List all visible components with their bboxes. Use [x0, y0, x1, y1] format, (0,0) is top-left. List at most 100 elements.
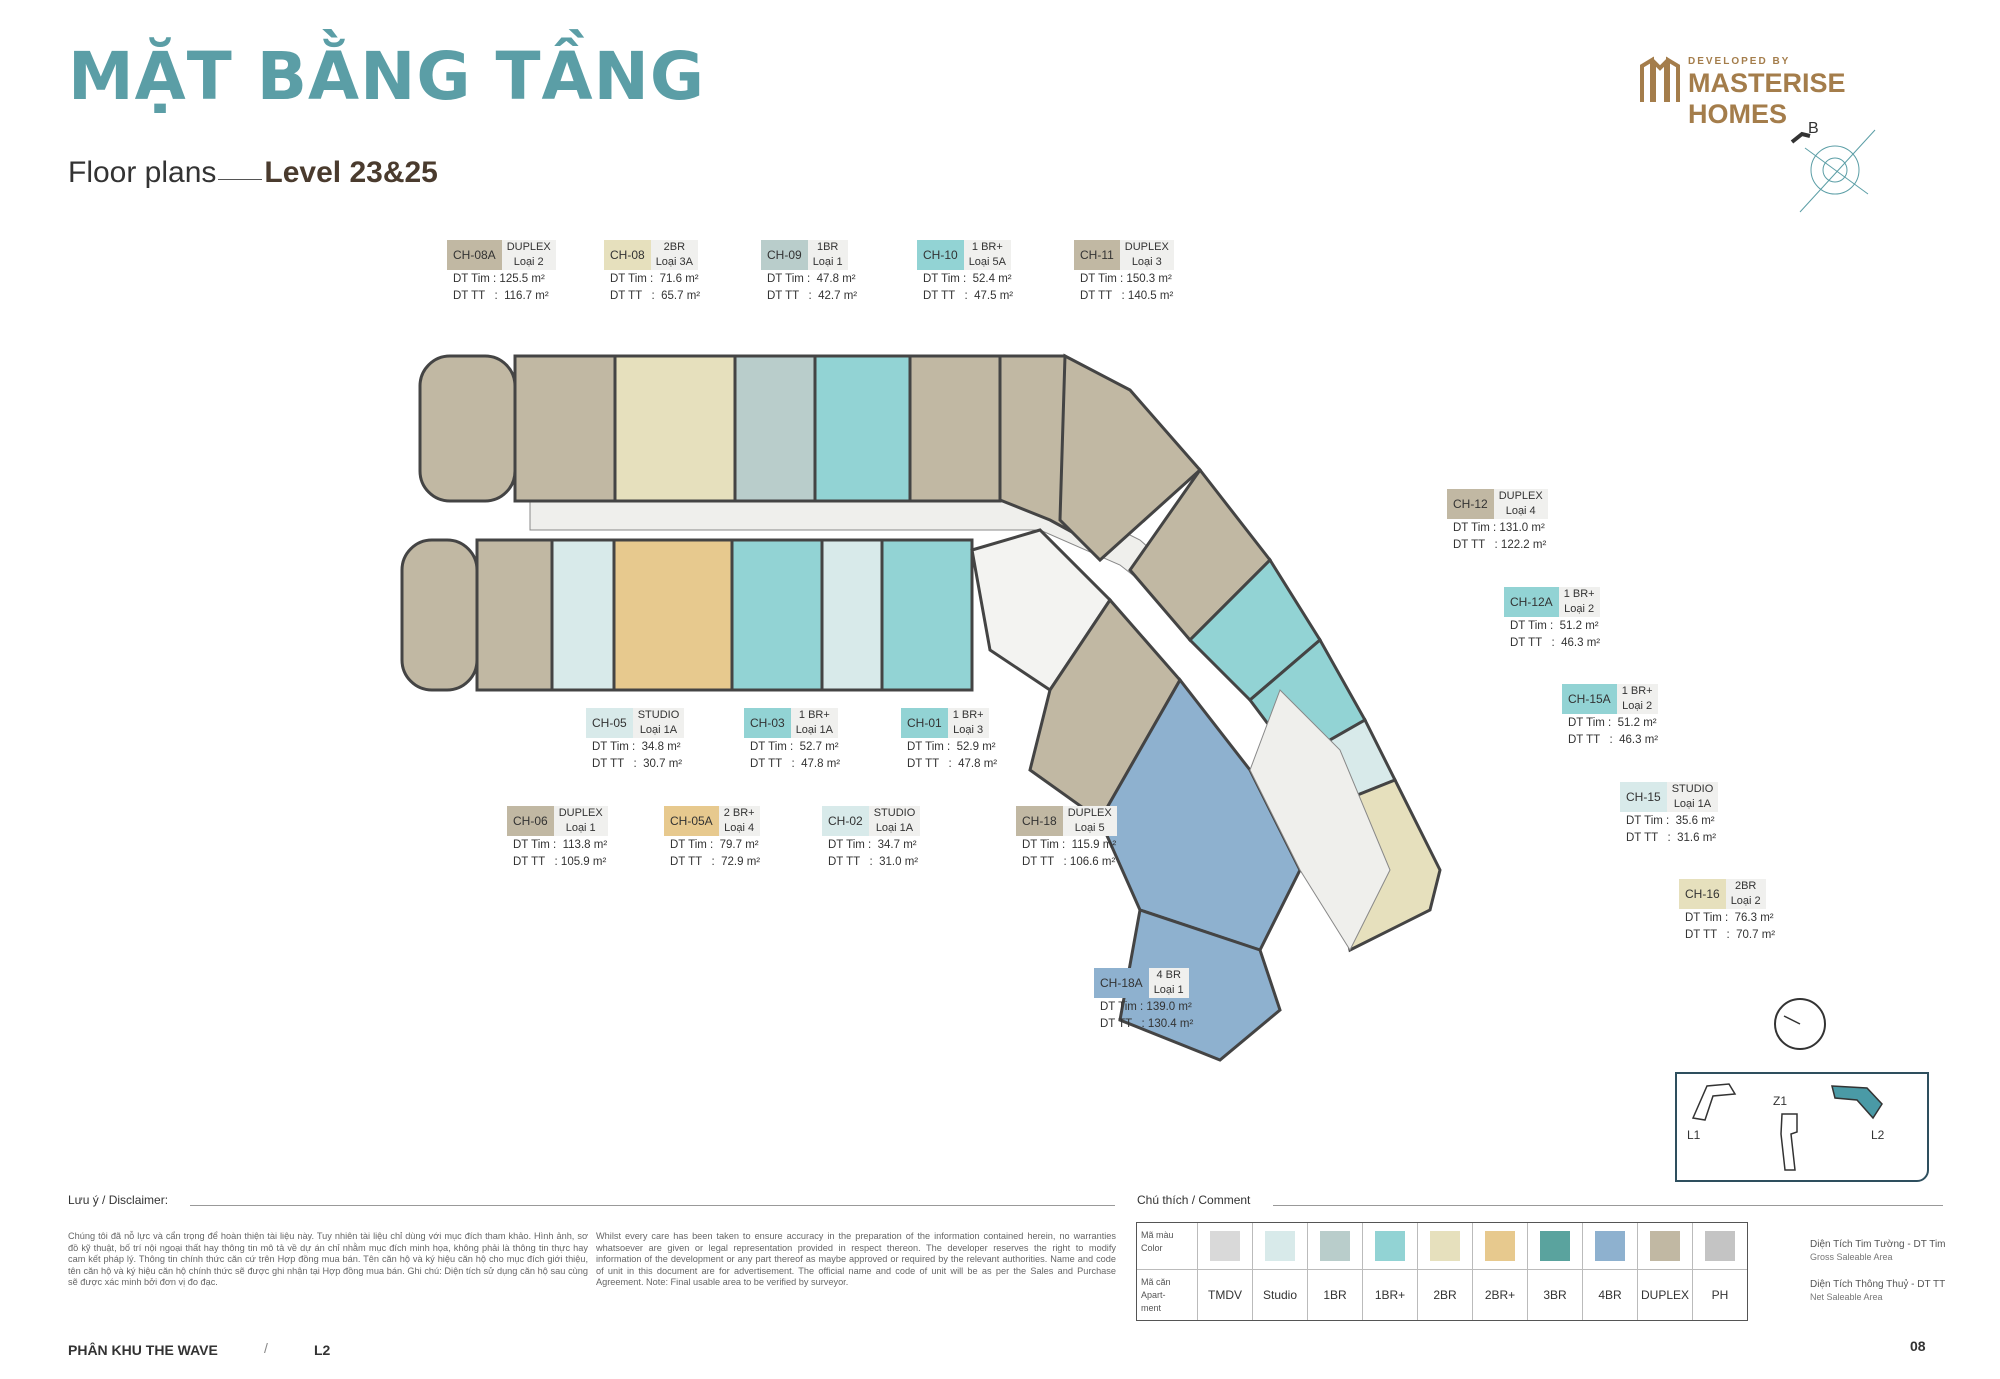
unit-type: DUPLEX: [1498, 490, 1543, 502]
unit-type: DUPLEX: [506, 241, 551, 253]
unit-area-net: DT TT : 122.2 m²: [1453, 539, 1547, 551]
unit-subtype: Loại 1: [812, 256, 843, 268]
unit-subtype: Loại 4: [1505, 505, 1536, 517]
legend-swatch-2br: [1430, 1231, 1460, 1261]
disclaimer-divider: [190, 1205, 1115, 1206]
unit-ch-05a: [612, 538, 734, 692]
unit-type: 2BR: [1734, 880, 1757, 892]
unit-area-gross: DT Tim : 34.8 m²: [592, 741, 681, 753]
unit-subtype: Loại 2: [1622, 700, 1653, 712]
unit-area-gross: DT Tim : 150.3 m²: [1080, 273, 1172, 285]
subtitle: Floor plans Level 23&25: [68, 156, 438, 190]
unit-ch-06: [400, 538, 479, 692]
unit-area-gross: DT Tim : 52.4 m²: [923, 273, 1012, 285]
unit-ch-09: [733, 354, 817, 503]
subtitle-divider: [218, 179, 263, 180]
unit-subtype: Loại 5: [1074, 822, 1105, 834]
unit-area-gross: DT Tim : 34.7 m²: [828, 839, 917, 851]
unit-area-net: DT TT : 140.5 m²: [1080, 290, 1174, 302]
unit-area-gross: DT Tim : 115.9 m²: [1022, 839, 1117, 851]
unit-area-gross: DT Tim : 139.0 m²: [1100, 1001, 1192, 1013]
unit-ch-11: [908, 354, 1002, 503]
legend-swatch-duplex: [1650, 1231, 1680, 1261]
unit-ch-08a: [418, 354, 517, 503]
key-plan-icon: [1691, 1083, 1883, 1171]
unit-subtype: Loại 1: [1153, 984, 1184, 996]
unit-type: 1 BR+: [1621, 685, 1653, 697]
unit-area-gross: DT Tim : 51.2 m²: [1510, 620, 1599, 632]
unit-type: 1 BR+: [1563, 588, 1595, 600]
unit-subtype: Loại 2: [1564, 603, 1595, 615]
unit-area-net: DT TT : 47.8 m²: [750, 758, 841, 770]
unit-code: CH-18: [1016, 806, 1063, 836]
legend-label: 3BR: [1528, 1269, 1582, 1320]
unit-type: 1 BR+: [971, 241, 1003, 253]
unit-area-net: DT TT : 105.9 m²: [513, 856, 607, 868]
unit-code: CH-15: [1620, 782, 1667, 812]
legend-table: Mã màu Color Mã căn Apart- ment TMDV Stu…: [1136, 1222, 1748, 1321]
unit-ch-08a-2: [513, 354, 617, 503]
unit-ch-03: [730, 538, 824, 692]
unit-area-net: DT TT : 47.8 m²: [907, 758, 998, 770]
key-plan-z1: Z1: [1773, 1094, 1788, 1108]
legend-divider: [1273, 1205, 1943, 1206]
unit-ch-10: [813, 354, 912, 503]
unit-subtype: Loại 3A: [655, 256, 693, 268]
logo-mark-icon: [1640, 56, 1680, 102]
unit-area-net: DT TT : 30.7 m²: [592, 758, 683, 770]
footer-zone: PHÂN KHU THE WAVE: [68, 1342, 218, 1358]
unit-code: CH-12: [1447, 489, 1494, 519]
unit-type: STUDIO: [873, 807, 916, 819]
unit-code: CH-08: [604, 240, 651, 270]
legend-swatch-1br: [1320, 1231, 1350, 1261]
legend-label: 1BR+: [1363, 1269, 1417, 1320]
unit-code: CH-05A: [664, 806, 719, 836]
unit-area-gross: DT Tim : 35.6 m²: [1626, 815, 1715, 827]
unit-type: 2BR: [663, 241, 686, 253]
unit-area-gross: DT Tim : 125.5 m²: [453, 273, 545, 285]
unit-code: CH-05: [586, 708, 633, 738]
unit-subtype: Loại 3: [1131, 256, 1162, 268]
unit-subtype: Loại 2: [1730, 895, 1761, 907]
unit-subtype: Loại 4: [724, 822, 755, 834]
unit-ch-08: [613, 354, 737, 503]
disclaimer-en: Whilst every care has been taken to ensu…: [596, 1231, 1116, 1287]
unit-area-net: DT TT : 31.6 m²: [1626, 832, 1717, 844]
masterise-logo: DEVELOPED BY MASTERISE HOMES: [1640, 52, 1940, 129]
unit-type: 1 BR+: [798, 709, 830, 721]
key-plan-l1: L1: [1687, 1128, 1701, 1142]
legend-swatch-ph: [1705, 1231, 1735, 1261]
legend-notes: Diện Tích Tim Tường - DT Tim Gross Salea…: [1810, 1238, 1946, 1304]
logo-developed-by: DEVELOPED BY: [1688, 56, 1791, 67]
legend-label: 4BR: [1583, 1269, 1637, 1320]
footer-level: L2: [314, 1342, 331, 1358]
unit-area-net: DT TT : 65.7 m²: [610, 290, 701, 302]
key-plan: Z1 L1 L2: [1675, 1072, 1929, 1182]
unit-subtype: Loại 1A: [875, 822, 914, 834]
disclaimer-vi: Chúng tôi đã nỗ lực và cẩn trọng để hoàn…: [68, 1231, 588, 1287]
unit-area-gross: DT Tim : 47.8 m²: [767, 273, 856, 285]
subtitle-level: Level 23&25: [264, 156, 438, 189]
unit-area-net: DT TT : 130.4 m²: [1100, 1018, 1194, 1030]
corridor-diagonal: [1249, 689, 1391, 952]
subtitle-prefix: Floor plans: [68, 156, 217, 189]
unit-subtype: Loại 1A: [1673, 798, 1712, 810]
legend-label: 1BR: [1308, 1269, 1362, 1320]
unit-area-net: DT TT : 42.7 m²: [767, 290, 858, 302]
footer-separator: /: [264, 1340, 268, 1356]
unit-type: DUPLEX: [558, 807, 603, 819]
legend-swatch-2brplus: [1485, 1231, 1515, 1261]
unit-code: CH-16: [1679, 879, 1726, 909]
